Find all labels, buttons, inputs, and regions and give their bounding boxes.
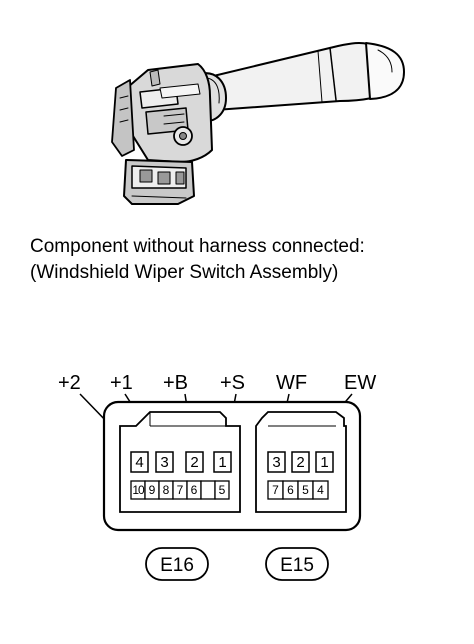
e15-pin-4: 4 (317, 483, 324, 497)
e15-pin-5: 5 (302, 483, 309, 497)
caption-line-1: Component without harness connected: (30, 236, 365, 257)
e15-pin-6: 6 (287, 483, 294, 497)
connector-e16 (119, 411, 241, 513)
connector-id-e15: E15 (265, 547, 329, 581)
connector-id-e16: E16 (145, 547, 209, 581)
caption-line-2: (Windshield Wiper Switch Assembly) (30, 262, 338, 283)
connector-e15 (255, 411, 347, 513)
connector-id-e15-text: E15 (280, 555, 314, 576)
e16-pin-3: 3 (160, 454, 168, 471)
e16-pin-labels: 4 3 2 1 10 9 8 7 6 5 (132, 454, 226, 497)
wiper-switch-illustration (111, 41, 405, 205)
terminal-label-plus1: +1 (110, 372, 133, 394)
e16-pin-1: 1 (218, 454, 226, 471)
e15-pin-7: 7 (272, 483, 279, 497)
e16-pin-10: 10 (132, 483, 145, 497)
e15-pin-labels: 3 2 1 7 6 5 4 (272, 454, 329, 497)
e16-pin-9: 9 (149, 483, 156, 497)
e15-pin-2: 2 (296, 454, 304, 471)
e15-pin-3: 3 (272, 454, 280, 471)
e16-pin-4: 4 (135, 454, 143, 471)
terminal-label-wf: WF (276, 372, 307, 394)
e16-pin-8: 8 (163, 483, 170, 497)
terminal-label-plus2: +2 (58, 372, 81, 394)
e16-pin-5: 5 (219, 483, 226, 497)
terminal-label-pluss: +S (220, 372, 245, 394)
e16-pin-7: 7 (177, 483, 184, 497)
e16-pin-2: 2 (190, 454, 198, 471)
e15-pin-1: 1 (320, 454, 328, 471)
terminal-label-ew: EW (344, 372, 376, 394)
e16-pin-6: 6 (191, 483, 198, 497)
connector-id-e16-text: E16 (160, 555, 194, 576)
terminal-label-plusb: +B (163, 372, 188, 394)
